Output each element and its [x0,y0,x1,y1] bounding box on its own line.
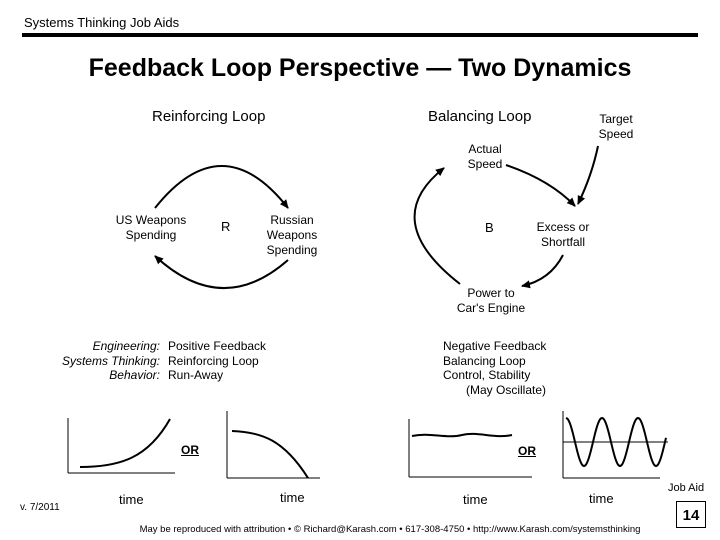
balancing-arc-target-to-excess [577,145,599,205]
or-label-right: OR [518,444,536,458]
graph-run-away-1 [67,418,175,474]
balancing-arc-actual-to-excess [505,164,576,207]
time-label-4: time [589,491,614,506]
page-number: 14 [676,501,706,528]
time-label-1: time [119,492,144,507]
balancing-b-marker: B [485,220,494,235]
graph-run-away-2 [226,411,320,479]
header-rule [22,33,698,37]
time-label-3: time [463,492,488,507]
page-title: Feedback Loop Perspective — Two Dynamics [88,54,632,82]
reinforcing-loop-title: Reinforcing Loop [152,108,266,125]
version-label: v. 7/2011 [20,502,60,513]
graph-stable [408,419,532,478]
descriptor-categories: Engineering:Systems Thinking:Behavior: [61,339,160,382]
graph-oscillate [562,411,668,479]
reinforcing-bottom-arc [154,255,289,289]
oscillation-curve [565,416,667,468]
reinforcing-r-marker: R [221,219,231,234]
balancing-arc-excess-to-power [521,254,564,289]
balancing-arc-power-to-actual [413,167,461,285]
or-label-left: OR [181,443,199,457]
balancing-loop-title: Balancing Loop [428,108,532,125]
header-text: Systems Thinking Job Aids [24,15,180,30]
footer-attribution: May be reproduced with attribution • © R… [139,524,641,535]
job-aid-label: Job Aid [668,482,705,494]
reinforcing-top-arc [154,165,289,209]
time-label-2: time [280,490,305,505]
